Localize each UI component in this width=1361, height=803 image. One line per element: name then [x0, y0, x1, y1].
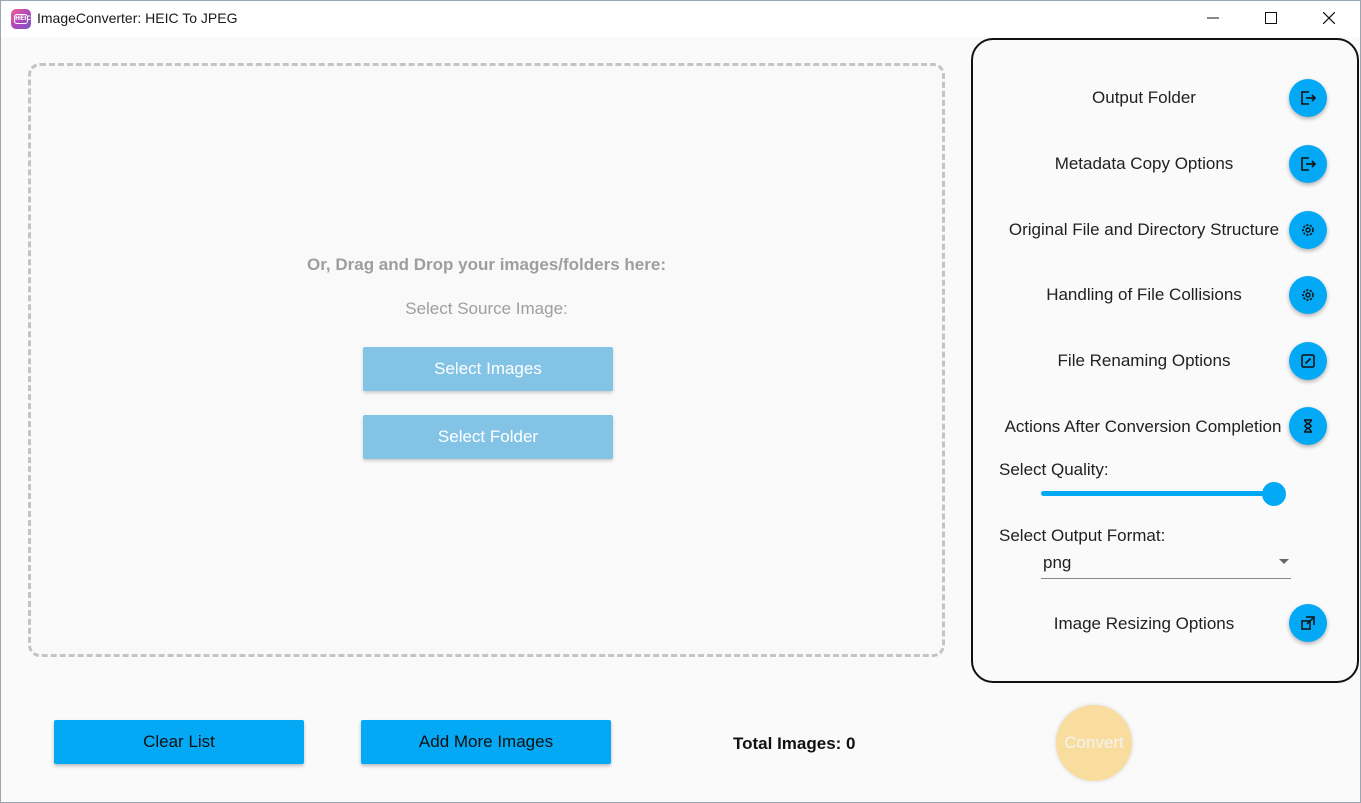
resize-icon	[1301, 616, 1315, 630]
exit-arrow-icon	[1301, 157, 1317, 171]
output-folder-label: Output Folder	[1092, 88, 1196, 107]
maximize-icon	[1265, 12, 1277, 24]
metadata-copy-label: Metadata Copy Options	[1054, 154, 1234, 173]
add-more-images-button[interactable]: Add More Images	[361, 720, 611, 764]
minimize-button[interactable]	[1184, 1, 1242, 35]
select-images-button[interactable]: Select Images	[363, 347, 613, 391]
select-output-format-label: Select Output Format:	[999, 526, 1166, 545]
output-format-value: png	[1043, 553, 1072, 572]
quality-slider-track[interactable]	[1041, 491, 1281, 496]
metadata-copy-button[interactable]	[1289, 145, 1327, 183]
app-logo-icon: HEIC	[11, 9, 31, 29]
after-conversion-button[interactable]	[1289, 407, 1327, 445]
exit-arrow-icon	[1301, 91, 1317, 105]
chevron-down-icon	[1279, 559, 1289, 564]
original-structure-button[interactable]	[1289, 211, 1327, 249]
window-title: ImageConverter: HEIC To JPEG	[37, 10, 238, 26]
edit-icon	[1301, 354, 1315, 368]
convert-button[interactable]: Convert	[1056, 705, 1132, 781]
gear-icon	[1302, 224, 1314, 236]
file-renaming-button[interactable]	[1289, 342, 1327, 380]
output-format-select[interactable]: png	[1041, 549, 1291, 579]
original-structure-label: Original File and Directory Structure	[1008, 220, 1280, 239]
gear-icon	[1302, 289, 1314, 301]
close-button[interactable]	[1300, 1, 1358, 35]
hourglass-icon	[1304, 419, 1312, 433]
drag-drop-hint: Or, Drag and Drop your images/folders he…	[307, 255, 666, 274]
select-folder-button[interactable]: Select Folder	[363, 415, 613, 459]
output-folder-button[interactable]	[1289, 79, 1327, 117]
select-source-label: Select Source Image:	[405, 299, 568, 318]
image-resizing-button[interactable]	[1289, 604, 1327, 642]
settings-panel: Output Folder Metadata Copy Options Orig…	[971, 38, 1359, 683]
clear-list-button[interactable]: Clear List	[54, 720, 304, 764]
close-icon	[1323, 12, 1335, 24]
total-images-count: Total Images: 0	[733, 734, 856, 753]
image-resizing-label: Image Resizing Options	[1053, 614, 1235, 633]
maximize-button[interactable]	[1242, 1, 1300, 35]
app-logo-text: HEIC	[14, 14, 31, 24]
drop-zone[interactable]: Or, Drag and Drop your images/folders he…	[28, 63, 945, 657]
file-renaming-label: File Renaming Options	[1057, 351, 1231, 370]
file-collisions-label: Handling of File Collisions	[1046, 285, 1242, 304]
after-conversion-label: Actions After Conversion Completion	[1004, 417, 1282, 436]
select-quality-label: Select Quality:	[999, 460, 1109, 479]
quality-slider-thumb[interactable]	[1261, 482, 1286, 506]
minimize-icon	[1207, 17, 1219, 19]
title-bar: HEIC ImageConverter: HEIC To JPEG	[1, 1, 1360, 37]
file-collisions-button[interactable]	[1289, 276, 1327, 314]
